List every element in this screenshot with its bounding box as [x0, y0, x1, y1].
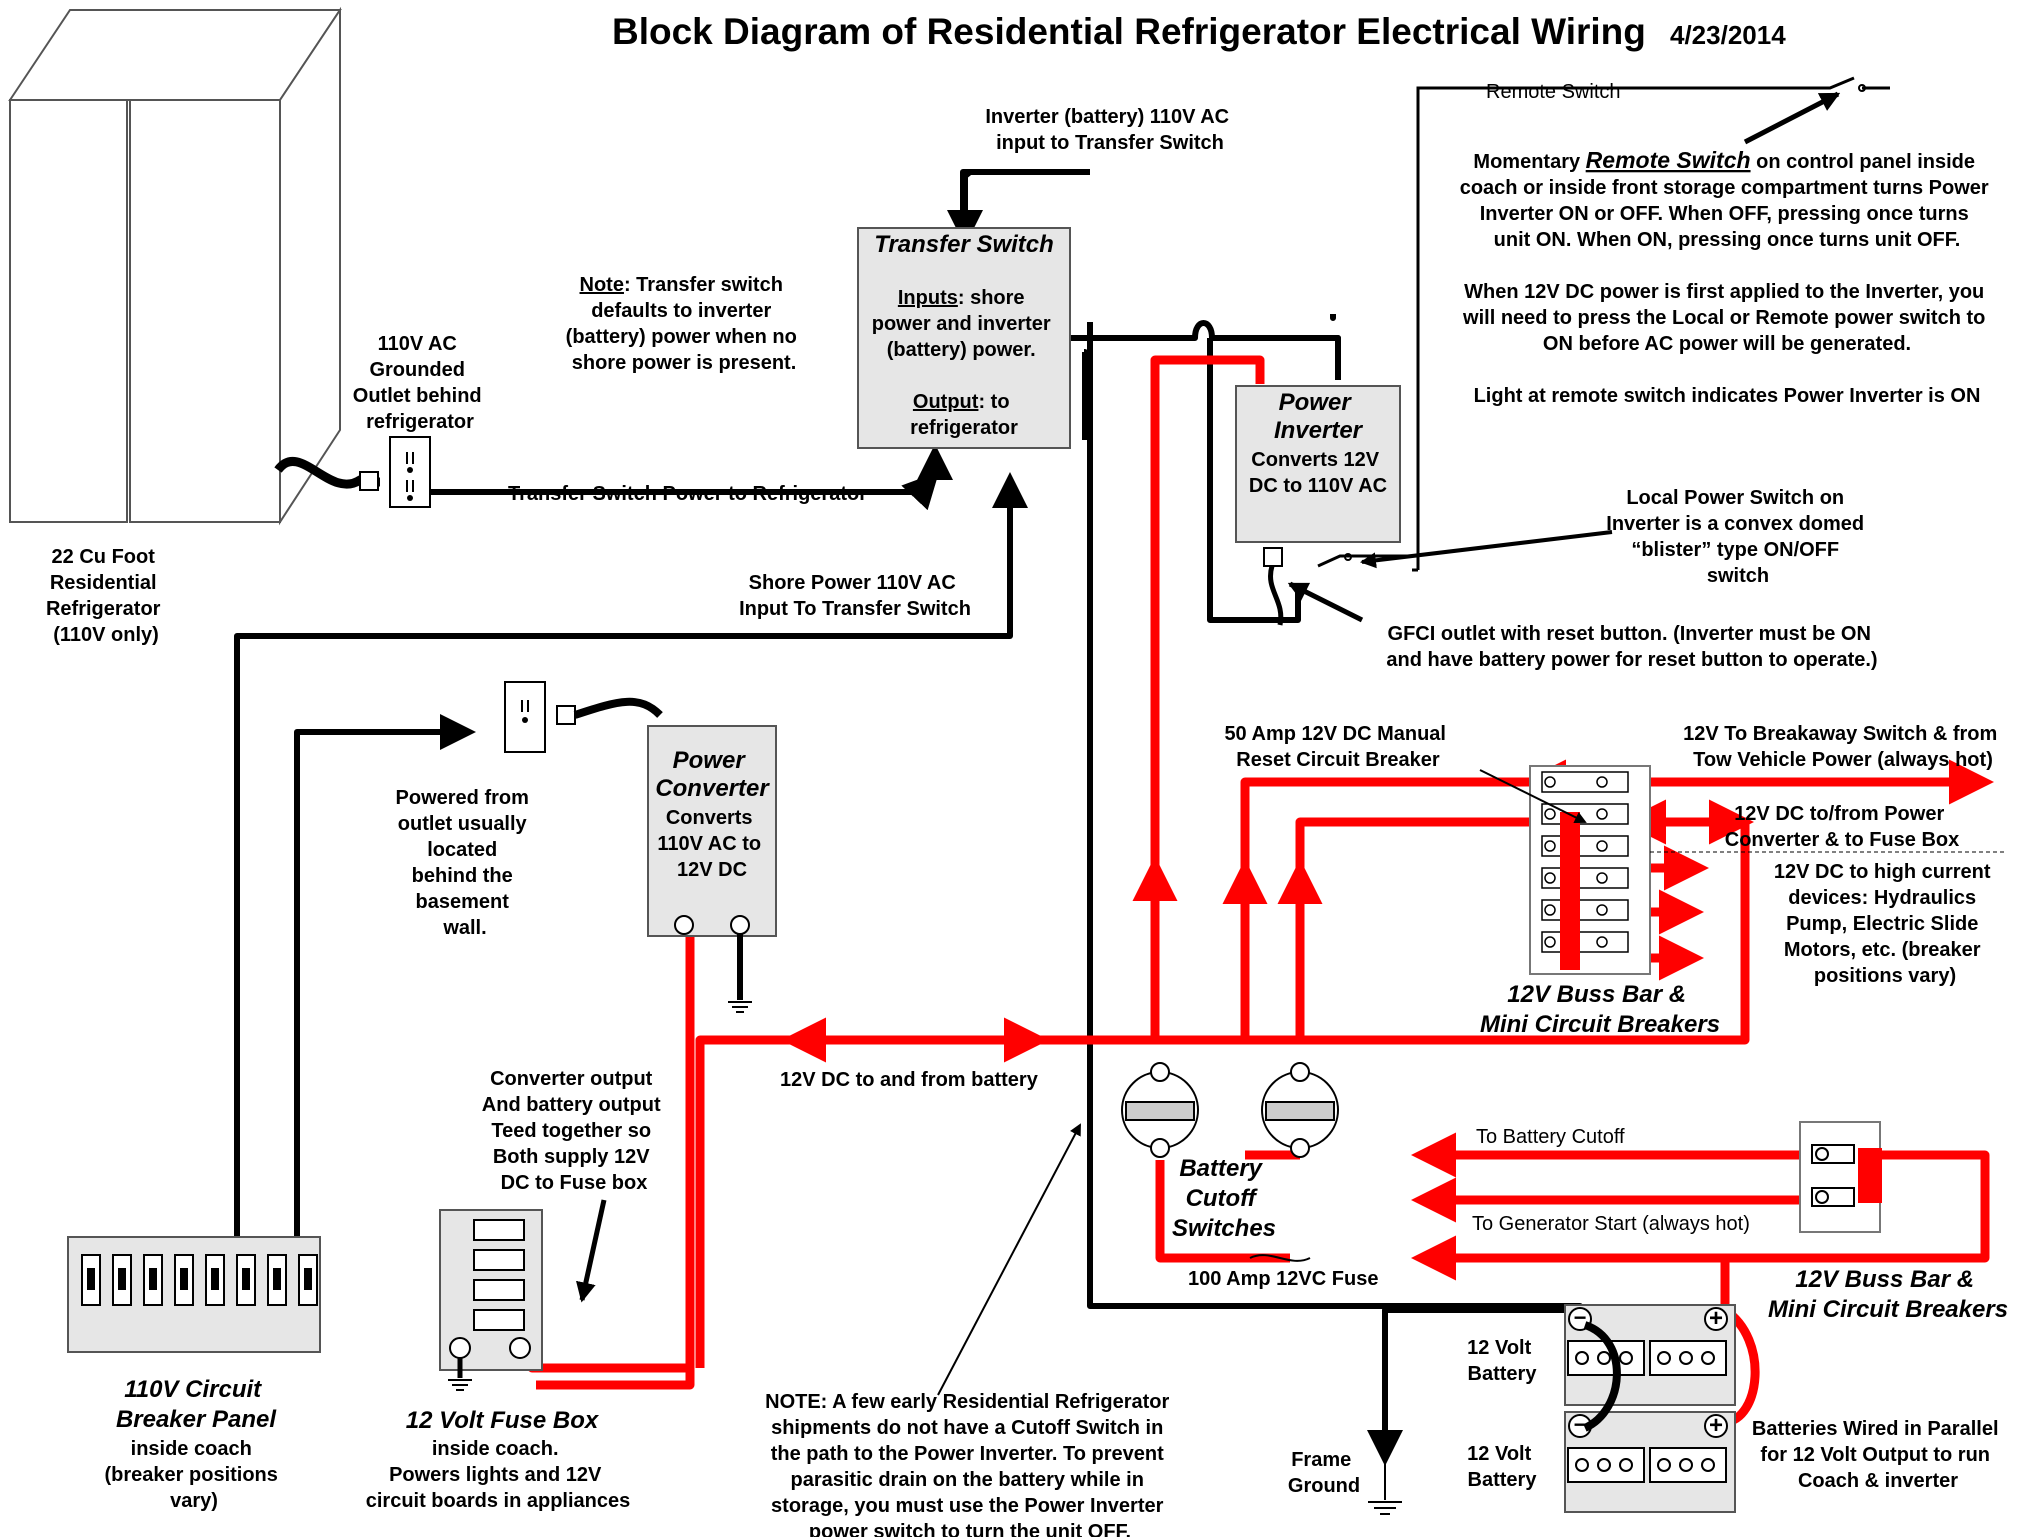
remote-switch-label: Remote Switch	[1486, 81, 1621, 103]
remote-note: Momentary Remote Switch on control panel…	[1460, 147, 1995, 251]
battery-cutoff-switch-2[interactable]	[1261, 1062, 1339, 1158]
power-inverter-box	[1235, 385, 1401, 543]
inverter-input-label: Inverter (battery) 110V AC input to Tran…	[985, 106, 1234, 154]
breaker-switch	[112, 1254, 132, 1306]
breaker-switch	[81, 1254, 101, 1306]
buss-bar-2-label: 12V Buss Bar & Mini Circuit Breakers	[1768, 1266, 2008, 1323]
breakaway-label: 12V To Breakaway Switch & from Tow Vehic…	[1683, 723, 2003, 771]
transfer-switch-title: Transfer Switch	[874, 231, 1054, 258]
power-inverter-desc: Converts 12V DC to 110V AC	[1249, 449, 1387, 497]
breaker-50a-label: 50 Amp 12V DC Manual Reset Circuit Break…	[1224, 723, 1451, 771]
battery-cutoff-switch-1[interactable]	[1121, 1062, 1199, 1158]
cutoff-label: Battery Cutoff Switches	[1172, 1155, 1276, 1242]
early-shipment-note: NOTE: A few early Residential Refrigerat…	[765, 1391, 1175, 1537]
refrigerator-label: 22 Cu Foot Residential Refrigerator (110…	[46, 546, 166, 646]
dc-power-note: When 12V DC power is first applied to th…	[1462, 281, 1991, 355]
svg-text:+: +	[1709, 1412, 1723, 1439]
fuse-100a-label: 100 Amp 12VC Fuse	[1188, 1268, 1378, 1290]
breaker-switch	[236, 1254, 256, 1306]
fuse-box-desc: inside coach. Powers lights and 12V circ…	[366, 1438, 631, 1512]
gfci-outlet	[1263, 547, 1284, 626]
mini-breaker	[1541, 867, 1629, 889]
battery-1-label: 12 Volt Battery	[1467, 1337, 1537, 1385]
dc-battery-label: 12V DC to and from battery	[780, 1069, 1039, 1091]
dc-converter-fuse-label: 12V DC to/from Power Converter & to Fuse…	[1725, 803, 1959, 851]
high-current-label: 12V DC to high current devices: Hydrauli…	[1774, 861, 1996, 987]
breaker-switch	[298, 1254, 318, 1306]
breaker-switch	[174, 1254, 194, 1306]
gfci-note: GFCI outlet with reset button. (Inverter…	[1386, 623, 1877, 671]
light-note: Light at remote switch indicates Power I…	[1474, 385, 1981, 407]
buss-bar	[1560, 812, 1580, 970]
breaker-switch	[267, 1254, 287, 1306]
frame-ground-icon	[1368, 1460, 1402, 1515]
outlet-label: 110V AC Grounded Outlet behind refrigera…	[353, 333, 487, 433]
shore-power-label: Shore Power 110V AC Input To Transfer Sw…	[739, 572, 971, 620]
power-inverter-title: Power Inverter	[1274, 389, 1364, 444]
to-generator-label: To Generator Start (always hot)	[1472, 1213, 1750, 1235]
diagram-date: 4/23/2014	[1670, 20, 1786, 50]
transfer-note: Note: Transfer switch defaults to invert…	[566, 274, 803, 374]
breaker-switch	[143, 1254, 163, 1306]
converter-outlet-note: Powered from outlet usually located behi…	[396, 787, 535, 939]
power-converter-desc: Converts 110V AC to 12V DC	[657, 807, 766, 881]
frame-ground-label: Frame Ground	[1288, 1449, 1360, 1497]
diagram-title: Block Diagram of Residential Refrigerato…	[612, 11, 1646, 52]
converter-ground-icon	[728, 1001, 752, 1013]
transfer-switch-box	[857, 227, 1071, 449]
local-switch-note: Local Power Switch on Inverter is a conv…	[1606, 487, 1869, 587]
breaker-switch	[205, 1254, 225, 1306]
breaker-panel-desc: inside coach (breaker positions vary)	[105, 1438, 284, 1512]
power-converter-title: Power Converter	[655, 747, 770, 802]
refrigerator	[8, 6, 342, 526]
battery: −+	[1564, 1411, 1736, 1513]
mini-breaker	[1541, 931, 1629, 953]
transfer-power-label: Transfer Switch Power to Refrigerator	[508, 483, 867, 505]
breaker-switches	[81, 1254, 318, 1306]
parallel-label: Batteries Wired in Parallel for 12 Volt …	[1752, 1418, 2004, 1492]
mini-breaker	[1541, 835, 1629, 857]
svg-text:−: −	[1574, 1305, 1587, 1330]
battery-2-label: 12 Volt Battery	[1467, 1443, 1537, 1491]
converter-output-note: Converter output And battery output Teed…	[482, 1068, 666, 1194]
battery: −+	[1564, 1304, 1736, 1406]
converter-outlet	[504, 681, 663, 753]
fuse-box-title: 12 Volt Fuse Box	[406, 1407, 600, 1434]
mini-breaker	[1541, 771, 1629, 793]
mini-breaker	[1541, 899, 1629, 921]
breaker-panel-title: 110V Circuit Breaker Panel	[116, 1376, 277, 1433]
to-cutoff-label: To Battery Cutoff	[1476, 1126, 1625, 1148]
svg-text:+: +	[1709, 1305, 1723, 1332]
buss-bar-label: 12V Buss Bar & Mini Circuit Breakers	[1480, 981, 1720, 1038]
transfer-switch-inputs: Inputs: shore power and inverter (batter…	[872, 287, 1057, 439]
svg-text:−: −	[1574, 1412, 1587, 1437]
power-converter-box	[647, 725, 777, 937]
batteries: −+−+	[1564, 1304, 1736, 1513]
grounded-outlet	[389, 436, 431, 508]
